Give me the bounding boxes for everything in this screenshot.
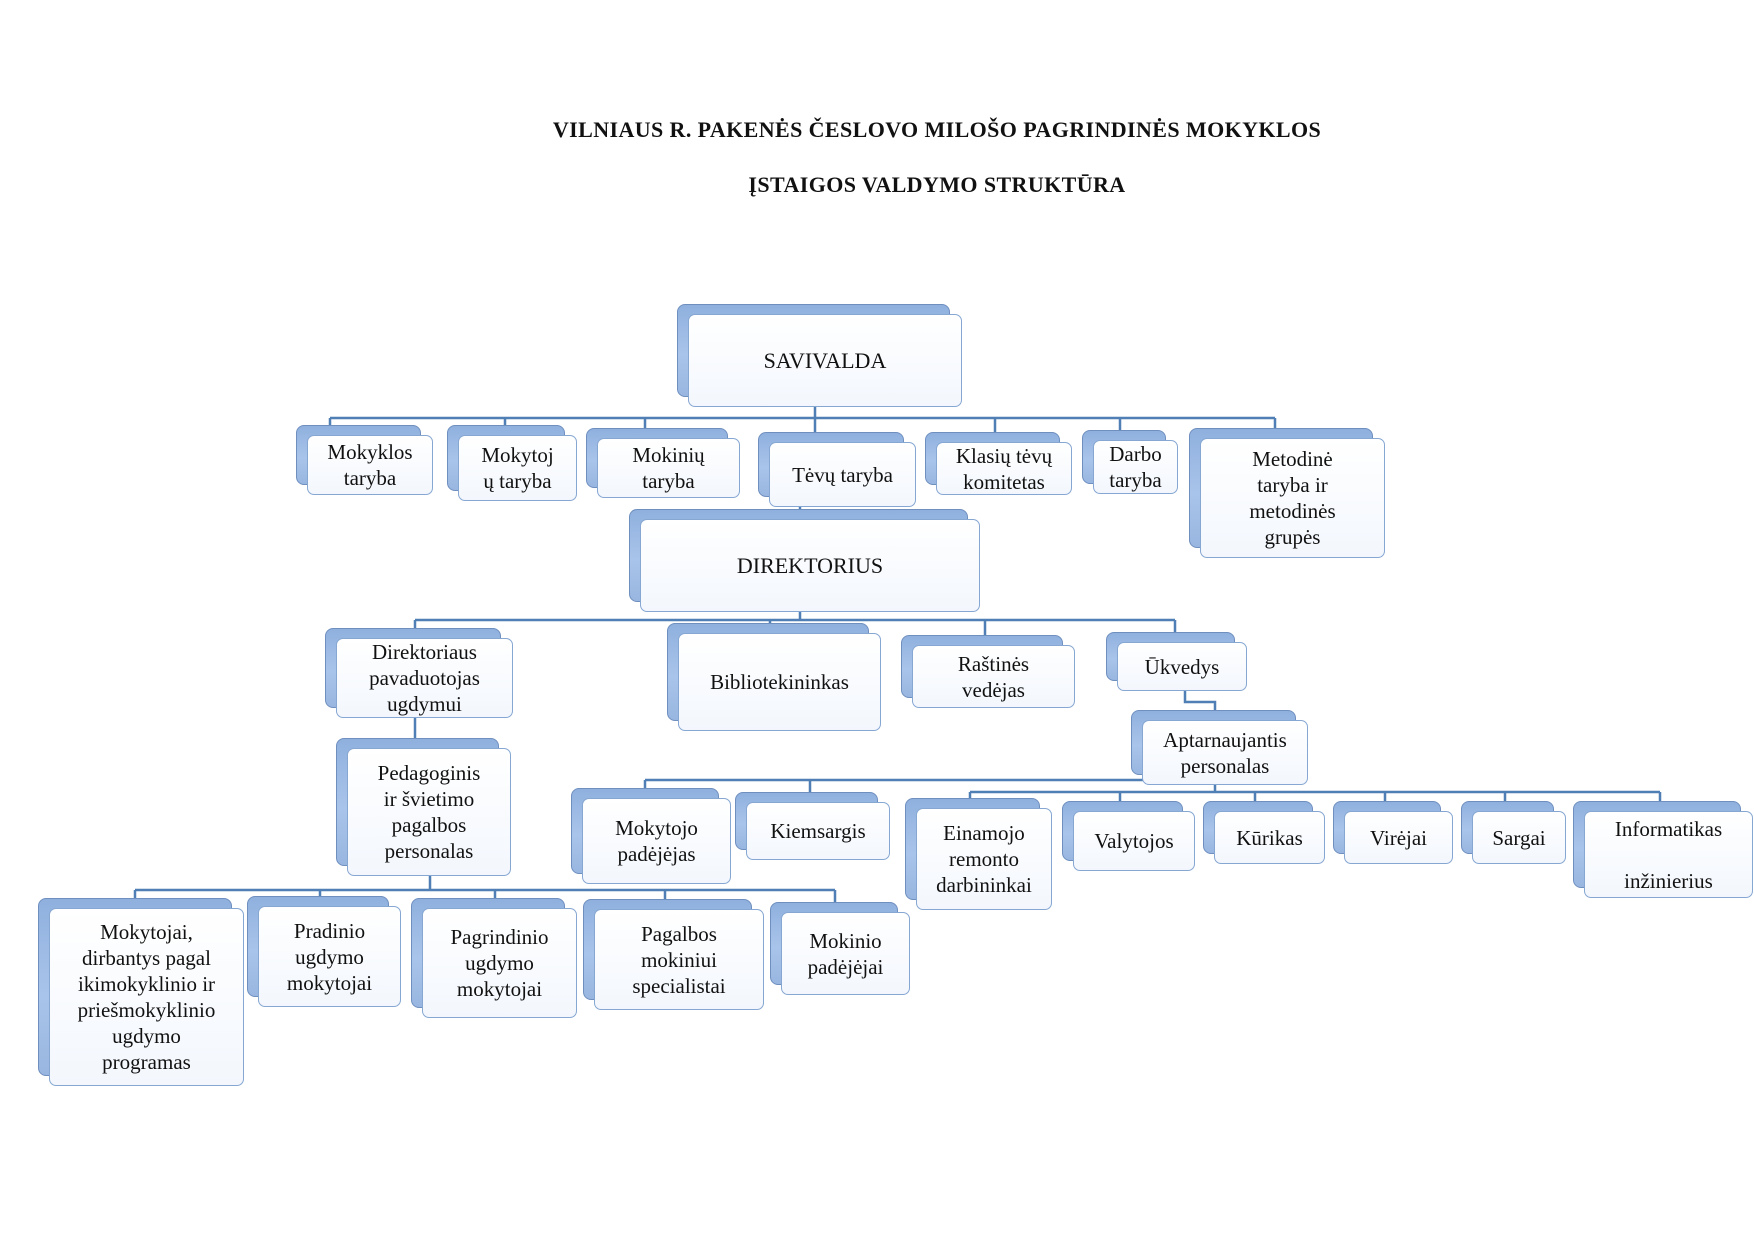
node-label: Direktoriaus pavaduotojas ugdymui xyxy=(369,640,480,716)
node-aptarnaujantis: Aptarnaujantis personalas xyxy=(1131,710,1308,785)
node-label: Pagalbos mokiniui specialistai xyxy=(632,921,726,998)
node-informatikas: Informatikas inžinierius xyxy=(1573,801,1753,898)
node-pedagoginis: Pedagoginis ir švietimo pagalbos persona… xyxy=(336,738,511,876)
node-bibliotekininkas: Bibliotekininkas xyxy=(667,623,881,731)
node-label: Klasių tėvų komitetas xyxy=(955,443,1053,494)
node-label: Einamojo remonto darbininkai xyxy=(936,821,1032,897)
node-label: Aptarnaujantis personalas xyxy=(1163,727,1287,778)
node-label: Mokinių taryba xyxy=(632,443,705,493)
node-virejai: Virėjai xyxy=(1333,801,1453,864)
node-metodine-taryba: Metodinė taryba ir metodinės grupės xyxy=(1189,428,1385,558)
node-klasiu-tevu-komitetas: Klasių tėvų komitetas xyxy=(925,432,1072,495)
node-sargai: Sargai xyxy=(1461,801,1566,864)
chart-title-line-1: VILNIAUS R. PAKENĖS ČESLOVO MILOŠO PAGRI… xyxy=(552,117,1322,142)
node-pavaduotojas: Direktoriaus pavaduotojas ugdymui xyxy=(325,628,513,718)
node-mokytojo-padejejas: Mokytojo padėjėjas xyxy=(571,788,731,884)
node-label: Ūkvedys xyxy=(1144,654,1220,679)
node-kurikas: Kūrikas xyxy=(1203,801,1325,864)
connector-ukvedys-aptarnaujantis xyxy=(1183,688,1217,714)
node-savivalda: SAVIVALDA xyxy=(677,304,962,407)
node-label: Pedagoginis ir švietimo pagalbos persona… xyxy=(377,761,481,863)
node-label: DIREKTORIUS xyxy=(736,552,884,578)
node-pagalbos-specialistai: Pagalbos mokiniui specialistai xyxy=(583,899,764,1010)
chart-title-line-2: ĮSTAIGOS VALDYMO STRUKTŪRA xyxy=(748,172,1126,197)
node-label: Informatikas inžinierius xyxy=(1614,816,1723,893)
node-valytojos: Valytojos xyxy=(1062,801,1195,871)
node-label: Mokyklos taryba xyxy=(327,440,413,490)
node-mokytoju-taryba: Mokytoj ų taryba xyxy=(447,425,577,501)
node-mokyklos-taryba: Mokyklos taryba xyxy=(296,425,433,495)
node-label: Metodinė taryba ir metodinės grupės xyxy=(1249,447,1336,549)
node-label: Bibliotekininkas xyxy=(710,670,849,694)
node-direktorius: DIREKTORIUS xyxy=(629,509,980,612)
node-label: Valytojos xyxy=(1094,829,1174,853)
node-label: Kūrikas xyxy=(1236,825,1303,850)
node-darbo-taryba: Darbo taryba xyxy=(1082,430,1178,494)
node-label: Raštinės vedėjas xyxy=(957,651,1030,702)
node-label: Mokytoj ų taryba xyxy=(481,443,554,493)
node-einamojo-remonto: Einamojo remonto darbininkai xyxy=(905,798,1052,910)
node-kiemsargis: Kiemsargis xyxy=(735,792,890,860)
node-label: Darbo taryba xyxy=(1109,442,1162,492)
node-label: Tėvų taryba xyxy=(792,462,893,487)
node-label: Mokinio padėjėjai xyxy=(807,928,884,979)
node-label: SAVIVALDA xyxy=(763,347,887,373)
node-tevu-taryba: Tėvų taryba xyxy=(758,432,916,507)
node-label: Virėjai xyxy=(1369,825,1428,850)
node-pagrindinio-mokytojai: Pagrindinio ugdymo mokytojai xyxy=(411,898,577,1018)
node-pradinio-mokytojai: Pradinio ugdymo mokytojai xyxy=(247,896,401,1007)
node-mokinio-padejejai: Mokinio padėjėjai xyxy=(770,902,910,995)
node-label: Pagrindinio ugdymo mokytojai xyxy=(450,925,549,1001)
node-label: Kiemsargis xyxy=(770,819,866,843)
node-label: Pradinio ugdymo mokytojai xyxy=(286,918,373,995)
node-mokytojai-ikimokyklinio: Mokytojai, dirbantys pagal ikimokyklinio… xyxy=(38,898,244,1086)
node-rastines-vedejas: Raštinės vedėjas xyxy=(901,635,1075,708)
node-mokiniu-taryba: Mokinių taryba xyxy=(586,428,740,498)
node-label: Sargai xyxy=(1492,825,1546,850)
node-ukvedys: Ūkvedys xyxy=(1106,632,1247,691)
node-label: Mokytojai, dirbantys pagal ikimokyklinio… xyxy=(77,920,216,1074)
node-label: Mokytojo padėjėjas xyxy=(615,816,698,866)
